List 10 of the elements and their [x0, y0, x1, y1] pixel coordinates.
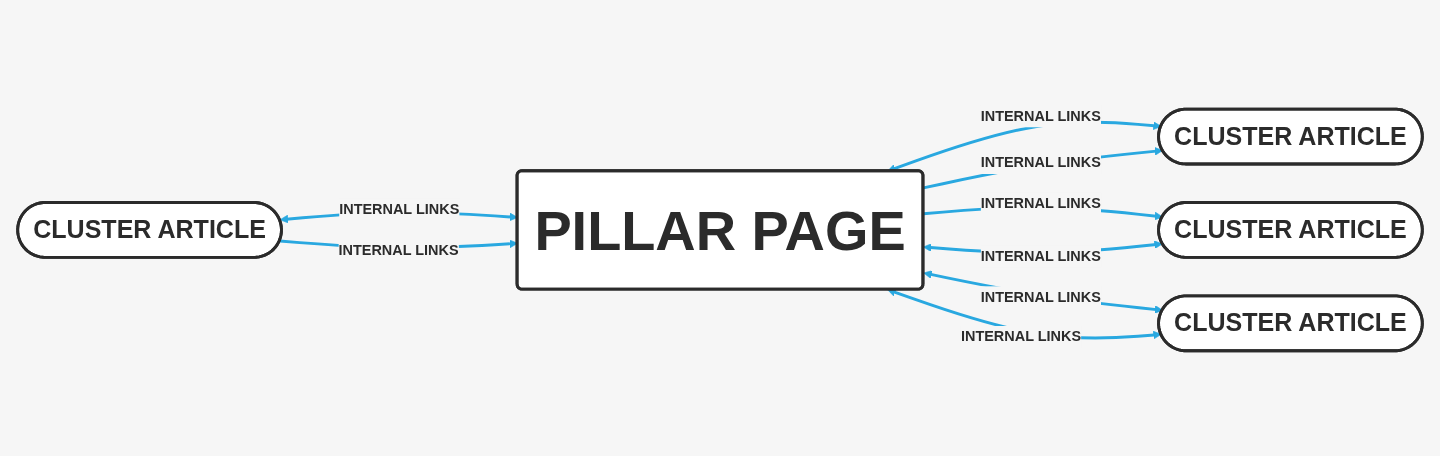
- edge-label: INTERNAL LINKS: [980, 153, 1101, 171]
- edge-label: INTERNAL LINKS: [980, 288, 1101, 305]
- arrow: [923, 147, 1163, 190]
- edge-label: INTERNAL LINKS: [338, 241, 459, 258]
- arrow: [923, 270, 1163, 314]
- edge-label: INTERNAL LINKS: [960, 327, 1082, 345]
- edge-label: INTERNAL LINKS: [339, 200, 460, 217]
- edge-label: INTERNAL LINKS: [980, 107, 1101, 124]
- edge-label: INTERNAL LINKS: [980, 194, 1101, 212]
- edge-label: INTERNAL LINKS: [980, 247, 1101, 264]
